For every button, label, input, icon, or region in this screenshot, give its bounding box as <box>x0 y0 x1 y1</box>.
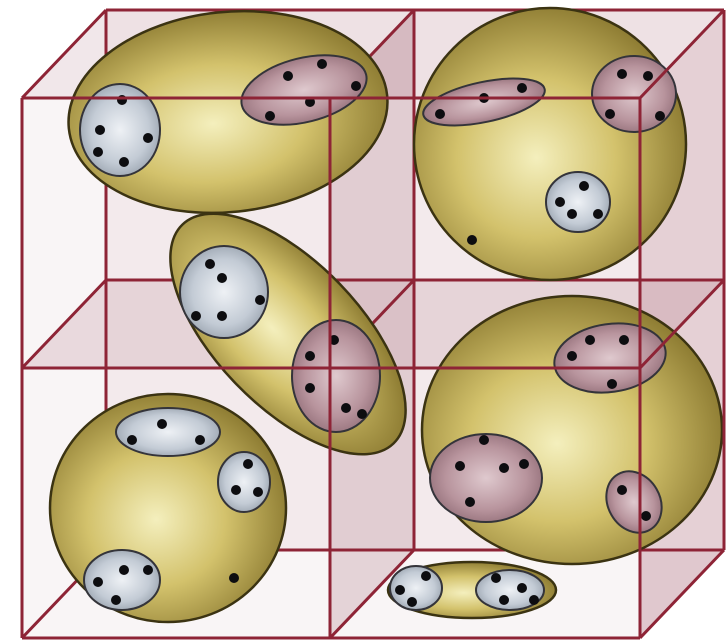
cluster-middle-right-b <box>430 434 542 522</box>
ellipsoid-top-right <box>414 8 686 280</box>
ellipsoid-bottom-left <box>50 394 286 622</box>
cluster-top-right-b <box>592 56 676 132</box>
ellipsoid-bottom-small <box>388 562 556 618</box>
cluster-center-a <box>180 246 268 338</box>
ellipsoid-middle-right <box>422 296 722 564</box>
cluster-bottom-left-a <box>116 408 220 456</box>
